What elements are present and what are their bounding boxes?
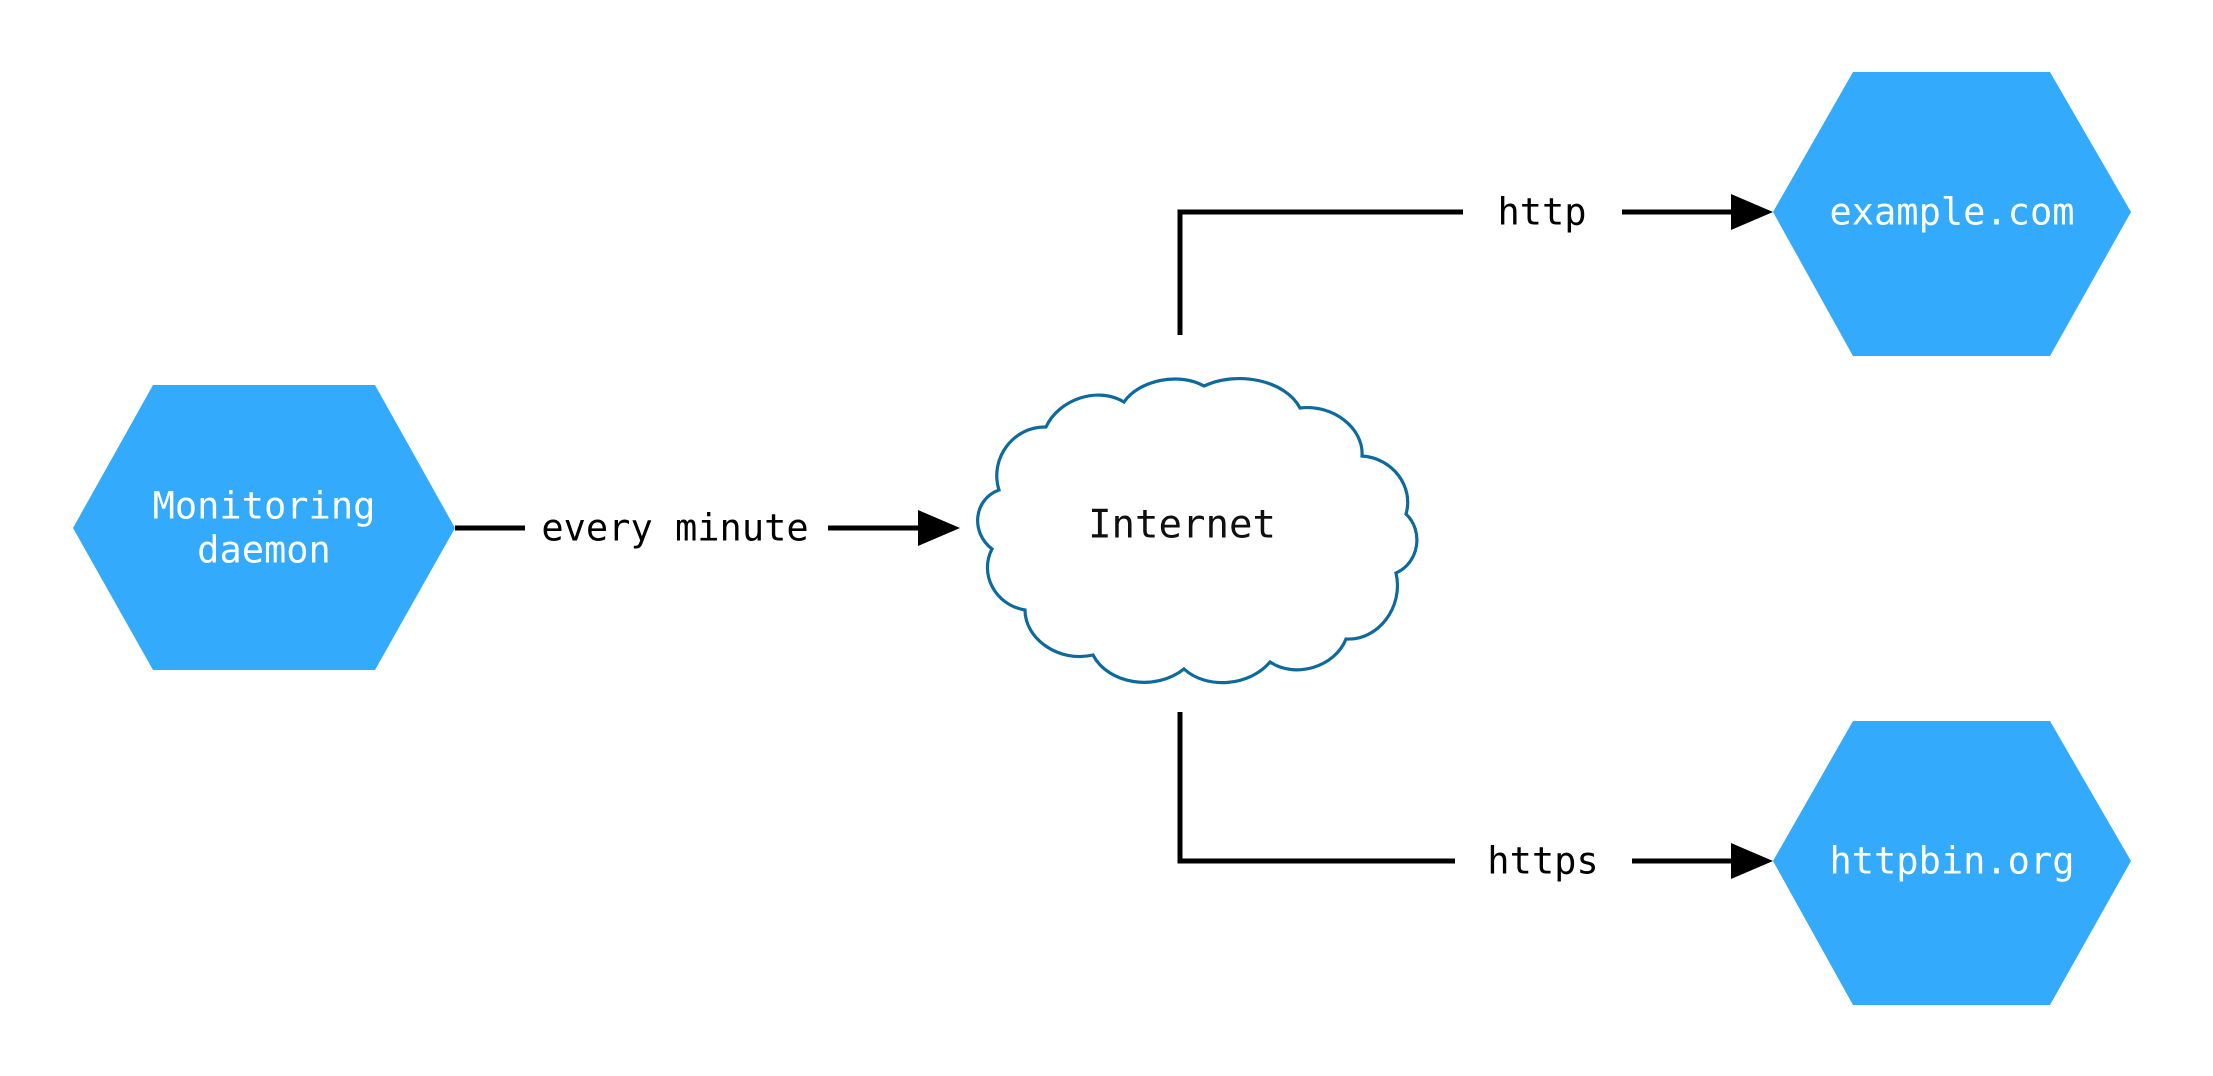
node-httpbin-org[interactable]: httpbin.org — [1773, 721, 2131, 1005]
edge-internet-to-httpbin[interactable]: https — [1177, 712, 1773, 883]
arrowhead-icon-every-minute — [918, 510, 960, 546]
edge-line-https-elbow — [1177, 712, 1455, 864]
node-monitoring-daemon[interactable]: Monitoring daemon — [73, 385, 455, 670]
node-label-internet: Internet — [1088, 503, 1276, 548]
cloud-shape-internet — [976, 377, 1419, 685]
node-label-monitoring-daemon-line1: Monitoring — [153, 485, 376, 528]
hexagon-shape-httpbin-org — [1773, 721, 2131, 1005]
hexagon-shape-example-com — [1773, 72, 2131, 356]
node-label-monitoring-daemon-line2: daemon — [197, 529, 331, 572]
node-example-com[interactable]: example.com — [1773, 72, 2131, 356]
edge-label-https: https — [1487, 840, 1598, 883]
node-internet[interactable]: Internet — [976, 377, 1419, 685]
arrowhead-icon-http — [1731, 194, 1773, 230]
edge-line-http-elbow — [1177, 209, 1463, 335]
node-label-httpbin-org: httpbin.org — [1829, 840, 2074, 883]
hexagon-shape-monitoring-daemon — [73, 385, 455, 670]
edge-label-every-minute: every minute — [541, 507, 808, 550]
edge-label-http: http — [1497, 191, 1586, 234]
edge-daemon-to-internet[interactable]: every minute — [455, 507, 960, 550]
edge-internet-to-example[interactable]: http — [1177, 191, 1773, 336]
arrowhead-icon-https — [1731, 843, 1773, 879]
node-label-example-com: example.com — [1829, 191, 2074, 234]
